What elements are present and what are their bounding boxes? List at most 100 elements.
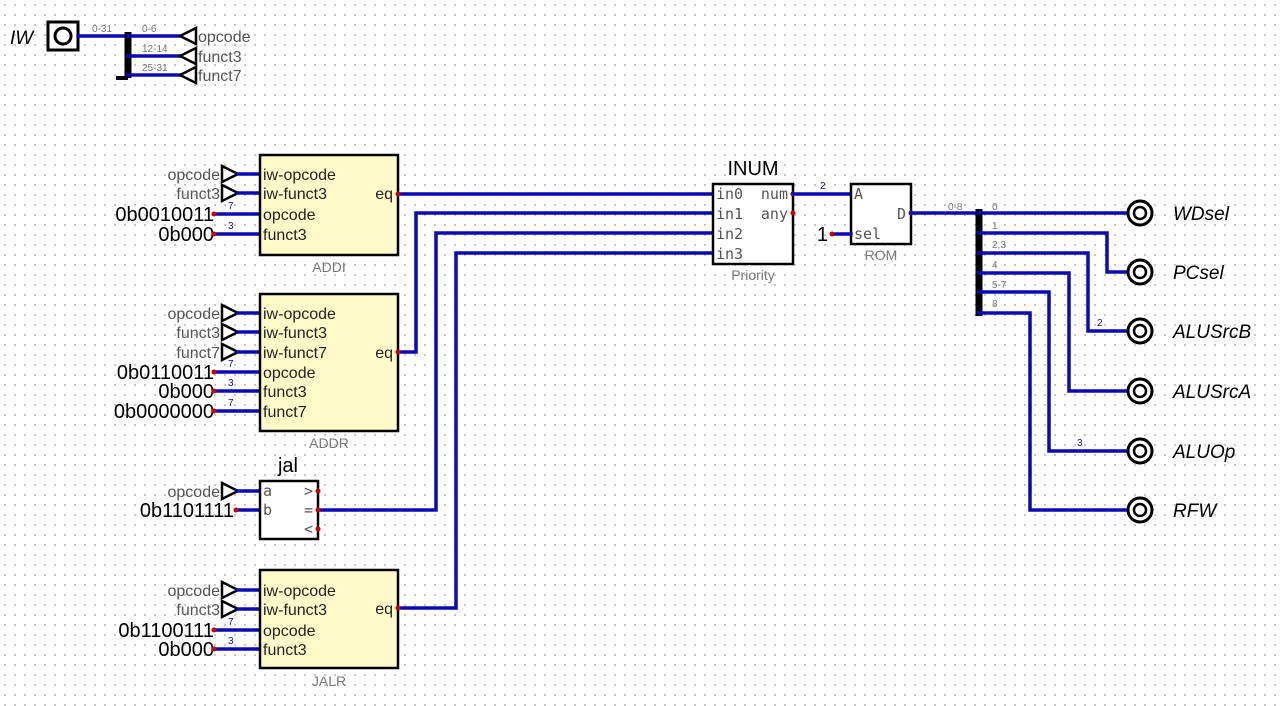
jalr-tunnel-opcode: [220, 579, 241, 601]
jal-pin-lt: [315, 526, 321, 532]
rom[interactable]: A sel D 1 ROM: [817, 182, 914, 263]
addi-const-pin-0: [211, 211, 217, 217]
jal-port-b: b: [263, 501, 272, 519]
output-pin-alusrcb[interactable]: ALUSrcB: [1126, 317, 1251, 345]
output-pins: WDsel PCsel ALUSrcB ALUSrcA ALUOp RFW: [1126, 199, 1251, 524]
jalr-port-2: opcode: [263, 623, 316, 640]
output-pin-ring: [1126, 437, 1154, 465]
aluop-width: 3: [1077, 438, 1083, 449]
output-wires: 2 3: [977, 211, 1129, 512]
output-splitter: 0 1 2,3 4 5-7 8: [975, 202, 1007, 316]
wire-addr-eq: [396, 211, 717, 354]
jalr-tunnel-label-funct3: funct3: [176, 602, 220, 619]
jalr-tunnel-funct3: [220, 598, 241, 620]
num-width-label: 2: [820, 181, 826, 192]
priority-any-pin: [790, 210, 796, 216]
jalr-subcircuit[interactable]: opcode funct3 7 3 0b1100111 0b000 iw-opc…: [118, 568, 401, 689]
jal-out-lt: <: [304, 520, 313, 538]
split-range-0: 0-6: [142, 24, 157, 35]
addr-port-1: iw-funct3: [263, 325, 327, 342]
output-pin-ring: [1126, 199, 1154, 227]
output-pin-core: [1132, 205, 1148, 221]
rom-box: [849, 182, 913, 246]
iw-input-pin[interactable]: [46, 20, 80, 52]
jal-comparator[interactable]: jal opcode 0b1101111 a b > = <: [140, 455, 321, 541]
priority-out-num: num: [761, 185, 788, 203]
addi-out-pin: [395, 191, 401, 197]
output-pin-rfw[interactable]: RFW: [1126, 496, 1218, 524]
rom-port-sel: sel: [854, 225, 881, 243]
addr-port-3: opcode: [263, 365, 316, 382]
addr-port-4: funct3: [263, 384, 307, 401]
wire-out-rfw: [977, 311, 1129, 512]
addr-width-0: 7: [228, 359, 234, 370]
output-pin-aluop[interactable]: ALUOp: [1126, 437, 1235, 465]
addi-port-1: iw-funct3: [263, 186, 327, 203]
jalr-const-pin-0: [211, 627, 217, 633]
addr-out-pin: [395, 349, 401, 355]
tunnel-label-funct7: funct7: [198, 68, 242, 85]
addr-port-2: iw-funct7: [263, 345, 327, 362]
addr-out-label: eq: [375, 345, 393, 362]
jalr-width-1: 3: [228, 636, 234, 647]
addi-width-1: 3: [228, 221, 234, 232]
addr-const-opcode: 0b0110011: [117, 362, 214, 384]
output-label-wdsel: WDsel: [1173, 204, 1230, 225]
tunnel-funct7-top: [177, 64, 198, 86]
out-range-2: 2,3: [992, 240, 1006, 251]
jal-port-a: a: [263, 482, 272, 500]
priority-box: [711, 182, 795, 266]
priority-name: Priority: [731, 267, 775, 283]
jalr-const-pin-1: [211, 646, 217, 652]
rom-sel-const: 1: [817, 224, 828, 246]
jalr-name: JALR: [312, 673, 346, 689]
addr-const-funct7: 0b0000000: [114, 401, 214, 423]
addr-subcircuit[interactable]: opcode funct3 funct7 7 3 7 0b0110011 0b0…: [114, 292, 401, 451]
jal-pin-gt: [315, 488, 321, 494]
priority-encoder[interactable]: INUM in0 in1 in2 in3 num any Priority: [711, 158, 796, 283]
tunnel-label-opcode: opcode: [198, 29, 251, 46]
rom-sel-pin: [829, 231, 835, 237]
addi-out-label: eq: [375, 186, 393, 203]
output-label-pcsel: PCsel: [1173, 263, 1224, 284]
iw-input-group: IW 0-31 0-6 12-14 25-31 opcode funct3 fu…: [10, 20, 251, 86]
wire-out-alusrca: [977, 271, 1129, 393]
tunnel-funct3-top: [177, 45, 198, 67]
addr-width-1: 3: [228, 378, 234, 389]
output-pin-alusrca[interactable]: ALUSrcA: [1126, 377, 1251, 405]
addr-box: [258, 292, 400, 433]
addi-subcircuit[interactable]: opcode funct3 7 3 0b0010011 0b000 iw-opc…: [115, 153, 401, 275]
output-label-alusrca: ALUSrcA: [1172, 382, 1251, 403]
output-pin-wdsel[interactable]: WDsel: [1126, 199, 1230, 227]
priority-in3: in3: [716, 245, 743, 263]
priority-in2: in2: [716, 225, 743, 243]
addr-tunnel-funct3: [220, 321, 241, 343]
addi-width-0: 7: [228, 201, 234, 212]
addr-tunnel-opcode: [220, 302, 241, 324]
addi-port-2: opcode: [263, 207, 316, 224]
jal-tunnel-opcode: [220, 480, 241, 502]
split-range-2: 25-31: [142, 63, 168, 74]
output-pin-ring: [1126, 317, 1154, 345]
jalr-const-opcode: 0b1100111: [118, 620, 214, 642]
alusrcb-width: 2: [1097, 318, 1103, 329]
out-range-3: 4: [992, 260, 998, 271]
addi-box: [258, 153, 400, 257]
rom-port-d: D: [897, 205, 906, 223]
addi-port-0: iw-opcode: [263, 167, 336, 184]
out-range-0: 0: [992, 202, 998, 213]
addi-const-opcode: 0b0010011: [115, 204, 214, 226]
output-pin-pcsel[interactable]: PCsel: [1126, 258, 1224, 286]
output-pin-ring: [1126, 258, 1154, 286]
addi-port-3: funct3: [263, 227, 307, 244]
addi-const-funct3: 0b000: [158, 224, 214, 246]
output-pin-core: [1132, 443, 1148, 459]
jalr-port-3: funct3: [263, 642, 307, 659]
output-label-alusrcb: ALUSrcB: [1172, 322, 1251, 343]
output-pin-ring: [1126, 377, 1154, 405]
addr-name: ADDR: [309, 435, 349, 451]
jalr-out-label: eq: [375, 601, 393, 618]
tunnel-opcode-top: [177, 25, 198, 47]
